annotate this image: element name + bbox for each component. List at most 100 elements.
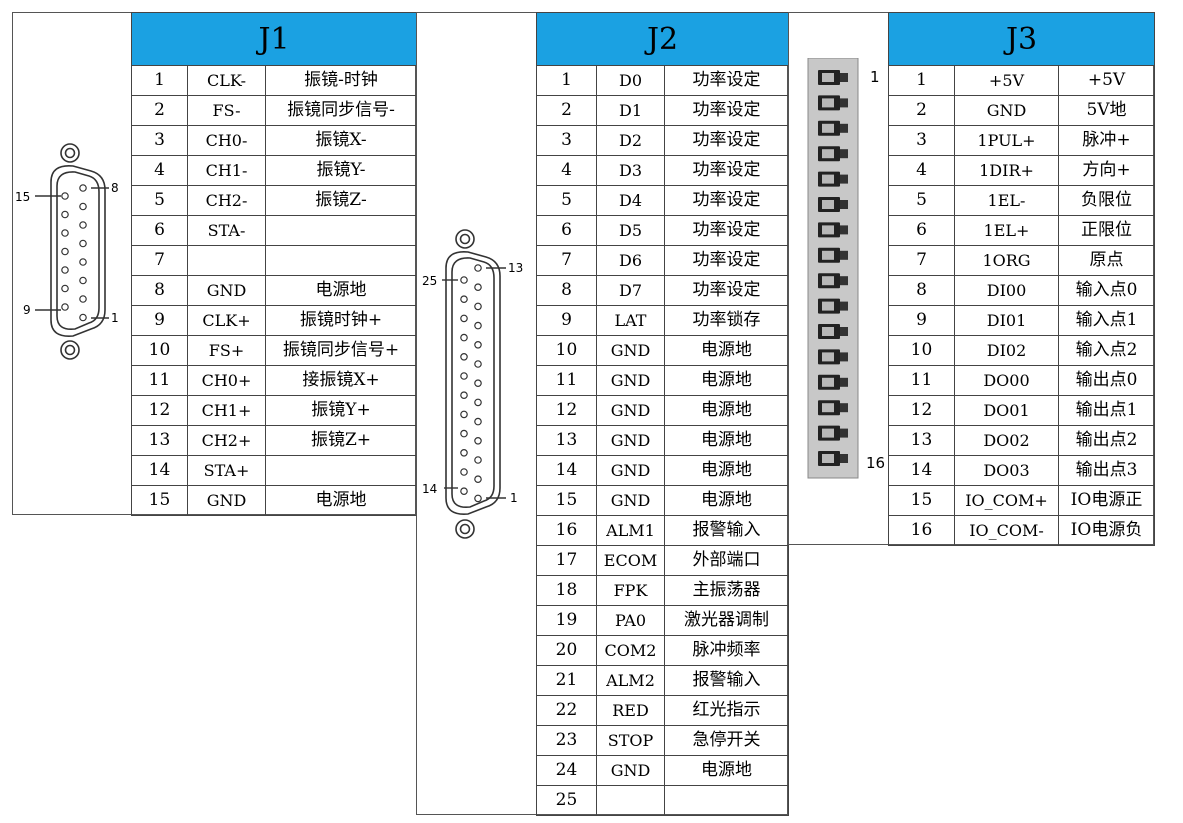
pin-hole xyxy=(460,314,468,323)
terminal-screw xyxy=(822,428,834,438)
j2-description: 功率设定 xyxy=(663,275,790,306)
j2-description: 功率设定 xyxy=(663,125,790,156)
pin-hole xyxy=(474,398,482,407)
j1-pin-number: 8 xyxy=(131,275,188,306)
j3-description: 5V地 xyxy=(1057,95,1156,126)
j1-description: 接振镜X+ xyxy=(264,365,418,396)
pin-hole xyxy=(474,264,482,272)
j2-pin-label-14: 14 xyxy=(422,482,437,496)
pin-hole xyxy=(61,210,69,219)
pin-hole xyxy=(79,258,87,266)
pin-hole xyxy=(460,449,468,457)
j3-description: IO电源负 xyxy=(1057,515,1156,546)
pin-hole xyxy=(460,372,468,380)
j2-signal-name xyxy=(596,785,665,816)
j2-pin-number: 7 xyxy=(536,245,597,276)
j1-signal-name: CH0- xyxy=(187,125,266,156)
j2-signal-name: D3 xyxy=(596,155,665,186)
j1-signal-name: FS+ xyxy=(187,335,266,366)
j3-signal-name: 1ORG xyxy=(954,245,1059,276)
j3-pin-number: 4 xyxy=(888,155,955,186)
j2-signal-name: GND xyxy=(596,365,665,396)
j1-pin-number: 14 xyxy=(131,455,188,486)
j2-pin-number: 23 xyxy=(536,725,597,756)
j2-signal-name: D5 xyxy=(596,215,665,246)
j3-pin-number: 8 xyxy=(888,275,955,306)
j1-signal-name: STA+ xyxy=(187,455,266,486)
j1-pin-number: 2 xyxy=(131,95,188,126)
j2-pin-number: 1 xyxy=(536,65,597,96)
j3-signal-name: DO02 xyxy=(954,425,1059,456)
j1-description: 振镜Z+ xyxy=(264,425,418,456)
j2-signal-name: RED xyxy=(596,695,665,726)
j3-description: 输出点1 xyxy=(1057,395,1156,426)
j2-description: 报警输入 xyxy=(663,515,790,546)
j1-pin-number: 5 xyxy=(131,185,188,216)
j2-description: 电源地 xyxy=(663,455,790,486)
terminal-tab xyxy=(840,327,848,336)
terminal-tab xyxy=(840,352,848,362)
j2-pin-number: 12 xyxy=(536,395,597,426)
j1-description: 振镜同步信号+ xyxy=(264,335,418,366)
j3-pin-number: 13 xyxy=(888,425,955,456)
j1-signal-name: CLK- xyxy=(187,65,266,96)
terminal-screw xyxy=(822,352,834,362)
j2-pin-number: 2 xyxy=(536,95,597,126)
j2-description: 激光器调制 xyxy=(663,605,790,636)
j2-pin-number: 6 xyxy=(536,215,597,246)
terminal-tab xyxy=(840,174,848,184)
terminal-screw xyxy=(822,225,834,235)
terminal-screw xyxy=(822,149,834,159)
j2-signal-name: GND xyxy=(596,395,665,426)
j2-signal-name: LAT xyxy=(596,305,665,336)
pin-hole xyxy=(79,276,87,285)
pin-hole xyxy=(474,360,482,368)
j2-signal-name: ECOM xyxy=(596,545,665,576)
j1-pin-label-8: 8 xyxy=(111,181,119,195)
j2-pin-number: 15 xyxy=(536,485,597,516)
pin-hole xyxy=(474,379,482,388)
j2-pin-number: 24 xyxy=(536,755,597,786)
j2-description: 功率设定 xyxy=(663,65,790,96)
pin-hole xyxy=(474,321,482,330)
j3-signal-name: 1DIR+ xyxy=(954,155,1059,186)
j1-pin-number: 13 xyxy=(131,425,188,456)
j2-pin-number: 13 xyxy=(536,425,597,456)
j2-description: 急停开关 xyxy=(663,725,790,756)
j2-signal-name: GND xyxy=(596,455,665,486)
j2-description: 主振荡器 xyxy=(663,575,790,606)
j1-description: 振镜X- xyxy=(264,125,418,156)
j1-db15-connector-diagram: 15 8 9 1 xyxy=(15,143,119,360)
j3-pin-number: 15 xyxy=(888,485,955,516)
terminal-tab xyxy=(840,225,848,235)
j1-pin-number: 4 xyxy=(131,155,188,186)
j1-description xyxy=(264,455,418,486)
j2-signal-name: GND xyxy=(596,485,665,516)
pin-hole xyxy=(460,468,468,476)
j2-description: 电源地 xyxy=(663,425,790,456)
